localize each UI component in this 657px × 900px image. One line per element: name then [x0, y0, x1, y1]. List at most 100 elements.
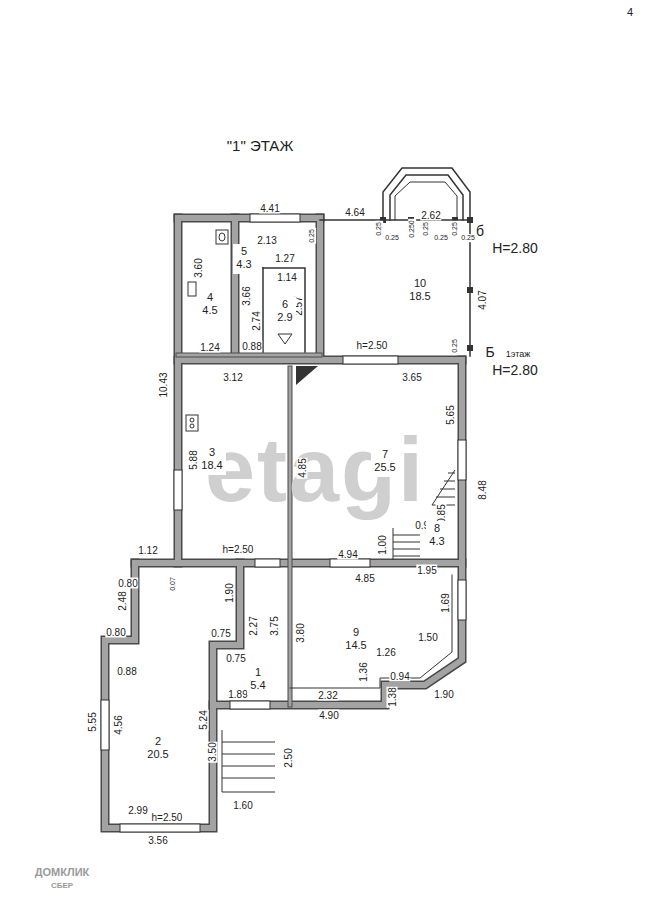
dimension-label: 0.25 [451, 338, 459, 354]
dimension-label: 10.43 [158, 371, 169, 398]
dimension-label: 3.80 [295, 622, 306, 643]
windows [101, 214, 466, 832]
dimension-label: 1.24 [199, 342, 220, 353]
dimension-label: 0.25 [308, 228, 316, 244]
dimension-label: 2.62 [420, 210, 441, 221]
page-number: 4 [626, 6, 634, 18]
room-area: 20.5 [146, 748, 170, 761]
room-label: 318.4 [198, 445, 226, 475]
dimension-label: 2.32 [317, 690, 338, 701]
dimension-label: 1.95 [416, 565, 437, 576]
dimension-label: h=2.50 [356, 340, 389, 351]
dimension-label: 3.75 [269, 615, 280, 636]
dimension-label: 2.27 [248, 615, 259, 636]
dimension-label: 0.75 [210, 628, 231, 639]
dimension-label: h=2.50 [222, 544, 255, 555]
dimension-label: 4.90 [318, 710, 339, 721]
dimension-label: 0.07 [169, 576, 177, 592]
dimension-label: 2.13 [256, 235, 277, 246]
dimension-label: 0.25 [384, 234, 400, 242]
room-number: 3 [200, 446, 224, 459]
pillars [296, 217, 473, 385]
room-area: 4.5 [201, 304, 219, 317]
room-label: 725.5 [371, 447, 399, 477]
dimension-label: 0.25 [422, 221, 430, 237]
dimension-label: 4.85 [354, 573, 375, 584]
dimension-label: 4.56 [113, 714, 124, 735]
room-label: 44.5 [199, 290, 221, 320]
room-number: 9 [344, 626, 368, 639]
dimension-label: 1.90 [224, 582, 235, 603]
fixtures [186, 230, 455, 792]
floor-title: "1" ЭТАЖ [227, 137, 293, 154]
dimension-label: 0.94 [389, 671, 410, 682]
dimension-label: 1.89 [227, 689, 248, 700]
height-label: H=2.80 [491, 241, 539, 256]
room-number: 7 [373, 448, 397, 461]
room-area: 14.5 [344, 639, 368, 652]
dimension-label: 0.25 [375, 221, 383, 237]
dimension-label: 5.55 [87, 711, 98, 732]
room-area: 25.5 [373, 461, 397, 474]
dimension-label: 1.12 [137, 545, 158, 556]
room-label: 220.5 [144, 734, 172, 764]
dimension-label: 3.12 [222, 372, 243, 383]
height-label: H=2.80 [491, 363, 539, 378]
room-label: 15.4 [247, 665, 269, 695]
floor-mark: Б [484, 345, 495, 360]
room-number: 4 [201, 291, 219, 304]
dimension-label: 0.250 [408, 219, 416, 239]
dimension-label: 0.88 [116, 666, 137, 677]
dimension-label: 1.27 [274, 253, 295, 264]
room-label: 84.3 [426, 521, 448, 551]
dimension-label: 0.80 [105, 627, 126, 638]
room-number: 6 [276, 298, 294, 311]
room-area: 5.4 [249, 679, 267, 692]
dimension-label: 4.07 [477, 289, 488, 310]
dimension-label: 1.00 [377, 534, 388, 555]
walls [105, 168, 470, 828]
room-area: 18.4 [200, 459, 224, 472]
dimension-label: h=2.50 [151, 812, 184, 823]
dimension-label: 4.64 [344, 207, 365, 218]
room-area: 18.5 [408, 290, 432, 303]
dimension-label: 0.88 [241, 341, 262, 352]
room-area: 4.3 [235, 258, 253, 271]
dimension-label: 5.65 [445, 404, 456, 425]
dimension-label: 4.41 [259, 203, 280, 214]
dimension-label: 0.25 [451, 221, 459, 237]
dimension-label: 0.80 [117, 578, 138, 589]
logo: ДОМКЛИК [34, 866, 91, 878]
room-label: 54.3 [233, 244, 255, 274]
floor-mark: б [475, 224, 485, 239]
dimension-label: 3.66 [241, 285, 252, 306]
dimension-label: 4.85 [297, 457, 308, 478]
dimension-label: 0.25 [460, 234, 476, 242]
room-number: 8 [428, 522, 446, 535]
dimension-label: 1.26 [375, 647, 396, 658]
dimension-label: 3.56 [147, 835, 168, 846]
dimension-label: 5.24 [198, 709, 209, 730]
room-label: 914.5 [342, 625, 370, 655]
dimension-label: 2.50 [283, 747, 294, 768]
room-area: 2.9 [276, 311, 294, 324]
room-number: 5 [235, 245, 253, 258]
dimension-label: 3.50 [207, 741, 218, 762]
dimension-label: 5.88 [188, 449, 199, 470]
dimension-label: 3.60 [193, 257, 204, 278]
room-label: 62.9 [274, 297, 296, 327]
dimension-label: 1.38 [387, 686, 398, 707]
dimension-label: 1.50 [417, 632, 438, 643]
dimension-label: 1.69 [440, 592, 451, 613]
dimension-label: 0.25 [433, 234, 449, 242]
room-label: 1018.5 [406, 276, 434, 306]
dimension-label: 2.74 [251, 310, 262, 331]
dimension-label: 2.99 [127, 805, 148, 816]
dimension-label: 0.75 [225, 653, 246, 664]
logo: СБЕР [50, 882, 74, 891]
dimension-label: 1.60 [232, 800, 253, 811]
dimension-label: 1.90 [433, 689, 454, 700]
room-number: 1 [249, 666, 267, 679]
room-area: 4.3 [428, 535, 446, 548]
dimension-label: 1.14 [276, 272, 297, 283]
